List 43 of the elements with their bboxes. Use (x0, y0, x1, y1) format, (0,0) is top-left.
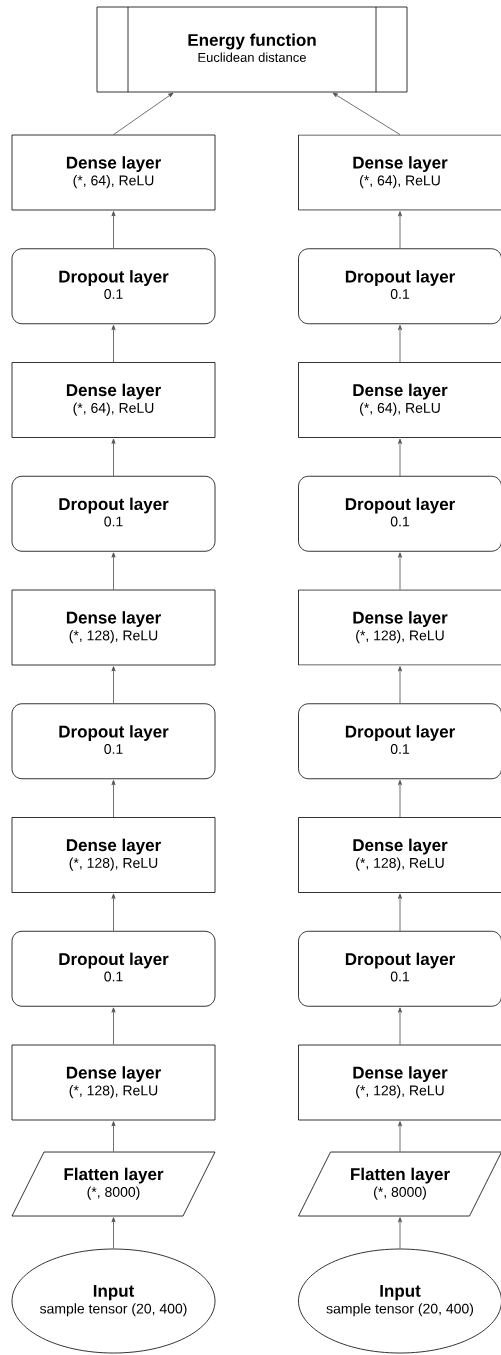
dense-layer-box: Dense layer (*, 64), ReLU (11, 362, 216, 438)
arrow (398, 779, 402, 818)
arrow (111, 893, 116, 932)
arrow (398, 324, 402, 363)
dropout-layer-box: Dropout layer 0.1 (298, 930, 501, 1007)
arrow (398, 1121, 402, 1152)
arrow (111, 1007, 116, 1045)
arrow (111, 1121, 116, 1152)
dense-layer-box: Dense layer (*, 64), ReLU (11, 134, 216, 211)
dense-layer-box: Dense layer (*, 64), ReLU (298, 362, 501, 438)
arrow (332, 92, 401, 135)
arrow (111, 779, 116, 818)
flatten-layer-box: Flatten layer (*, 8000) (11, 1151, 216, 1217)
dropout-layer-box: Dropout layer 0.1 (11, 930, 216, 1007)
dropout-layer-box: Dropout layer 0.1 (298, 248, 501, 325)
dropout-layer-box: Dropout layer 0.1 (298, 475, 501, 552)
flatten-layer-box: Flatten layer (*, 8000) (298, 1151, 501, 1217)
arrow (111, 552, 116, 590)
arrow (398, 211, 402, 249)
dropout-layer-box: Dropout layer 0.1 (11, 248, 216, 325)
arrow (398, 893, 402, 932)
dense-layer-box: Dense layer (*, 64), ReLU (298, 134, 501, 211)
dense-layer-box: Dense layer (*, 128), ReLU (11, 1044, 216, 1121)
arrow (111, 666, 116, 704)
dropout-layer-box: Dropout layer 0.1 (298, 703, 501, 780)
arrow (398, 552, 402, 590)
arrow (111, 1217, 116, 1249)
arrow (398, 1217, 402, 1249)
dense-layer-box: Dense layer (*, 128), ReLU (11, 817, 216, 893)
dense-layer-box: Dense layer (*, 128), ReLU (298, 589, 501, 666)
energy-function-box: Energy function Euclidean distance (96, 6, 408, 93)
arrow (111, 211, 116, 249)
arrow (398, 438, 402, 477)
dropout-layer-box: Dropout layer 0.1 (11, 475, 216, 552)
dense-layer-box: Dense layer (*, 128), ReLU (11, 589, 216, 666)
dropout-layer-box: Dropout layer 0.1 (11, 703, 216, 780)
arrow (398, 666, 402, 704)
arrow (113, 92, 174, 135)
dense-layer-box: Dense layer (*, 128), ReLU (298, 1044, 501, 1121)
arrow (398, 1007, 402, 1045)
dense-layer-box: Dense layer (*, 128), ReLU (298, 817, 501, 893)
arrow (111, 324, 116, 363)
arrow (111, 438, 116, 477)
